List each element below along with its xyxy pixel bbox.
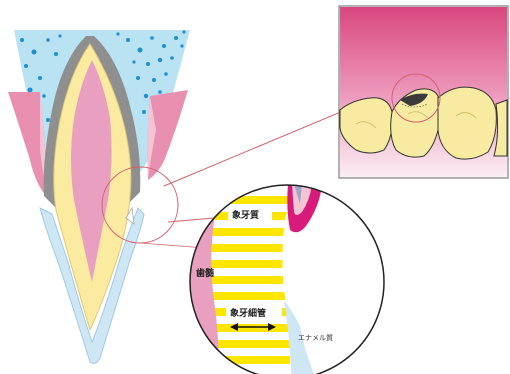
label-dentin: 象牙質 (232, 209, 259, 221)
label-enamel: エナメル質 (298, 333, 333, 342)
label-dentinal-tubules: 象牙細管 (230, 307, 266, 319)
teeth-closeup-panel (339, 6, 508, 178)
tooth-3 (438, 87, 496, 159)
tooth-cross-section (8, 30, 190, 363)
label-pulp: 歯髄 (196, 267, 215, 279)
